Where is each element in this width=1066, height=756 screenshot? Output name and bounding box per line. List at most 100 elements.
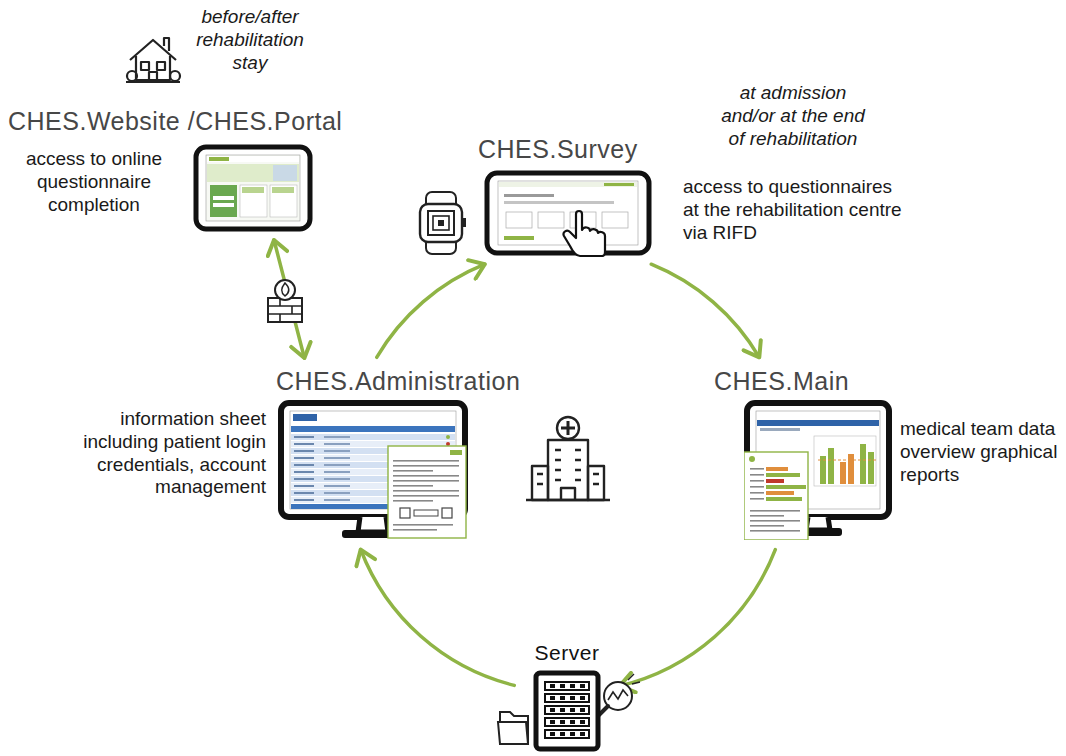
server-icon: [560, 720, 565, 724]
monitor-icon: [393, 495, 459, 497]
monitor-icon: [818, 460, 876, 461]
monitor-icon: [766, 485, 806, 489]
house-icon: [170, 71, 180, 81]
monitor-icon: [442, 508, 452, 518]
server-icon: [545, 718, 589, 726]
tablet-icon: [506, 212, 532, 228]
monitor-icon: [766, 473, 800, 477]
monitor-icon: [840, 462, 846, 484]
tablet-icon: [602, 212, 628, 228]
server-icon: [545, 682, 589, 690]
tablet-icon: [273, 165, 297, 181]
monitor-icon: [324, 485, 350, 487]
tablet-icon: [604, 183, 634, 186]
rfid-watch-icon: [412, 190, 470, 256]
monitor-icon: [414, 510, 438, 516]
server-icon: [536, 673, 598, 749]
monitor-icon: [766, 497, 802, 501]
monitor-icon: [324, 492, 350, 494]
flow-arrow: [361, 550, 515, 686]
tablet-icon: [504, 194, 554, 197]
monitor-icon: [294, 443, 314, 445]
node-heading: CHES.Main: [714, 366, 849, 396]
node-description: access to questionnaires at the rehabili…: [683, 176, 905, 244]
node-description: information sheet including patient logi…: [80, 408, 266, 499]
magnifier-icon: [598, 674, 640, 716]
tablet-icon: [564, 211, 605, 256]
server-icon: [545, 694, 589, 702]
server-icon: [570, 720, 575, 724]
flow-arrow: [377, 264, 485, 357]
monitor-icon: [324, 499, 350, 501]
monitor-icon: [393, 465, 459, 467]
monitor-icon: [291, 434, 455, 440]
house-icon: [141, 62, 149, 70]
rfid-watch-icon: [420, 204, 462, 242]
server-icon: [545, 706, 589, 714]
monitor-icon: [291, 412, 455, 424]
monitor-icon: [757, 412, 879, 418]
node-heading: Server: [535, 640, 600, 665]
monitor-icon: [760, 428, 800, 431]
monitor-icon: [294, 450, 314, 452]
monitor-icon: [744, 400, 892, 540]
monitor-icon: [393, 470, 433, 472]
tablet-icon: [272, 187, 294, 193]
monitor-icon: [294, 492, 314, 494]
tablet-icon: [270, 185, 297, 217]
tablet-icon: [210, 185, 237, 217]
monitor-icon: [750, 510, 800, 512]
monitor-icon: [750, 468, 764, 470]
hospital-icon: [548, 440, 588, 500]
tablet-icon: [207, 156, 299, 162]
monitor-icon: [450, 450, 462, 455]
hospital-icon: [526, 417, 610, 500]
monitor-icon: [750, 480, 764, 482]
flow-arrow: [651, 264, 759, 357]
server-icon: [545, 730, 589, 738]
server-icon: [550, 708, 555, 712]
node-description: access to online questionnaire completio…: [14, 148, 174, 216]
monitor-icon: [750, 498, 764, 500]
tablet-icon: [538, 212, 564, 228]
server-icon: [580, 684, 585, 688]
server-icon: [580, 720, 585, 724]
firewall-icon: [268, 298, 302, 322]
monitor-icon: [291, 426, 455, 432]
server-icon: [570, 732, 575, 736]
monitor-icon: [848, 454, 854, 484]
tablet-icon: [504, 201, 614, 204]
firewall-icon: [268, 280, 302, 322]
house-icon: [149, 72, 157, 80]
tablet-icon: [209, 157, 229, 161]
server-icon: [550, 720, 555, 724]
monitor-icon: [750, 520, 800, 522]
firewall-icon: [268, 298, 302, 322]
timing-note: at admission and/or at the end of rehabi…: [713, 82, 873, 150]
monitor-icon: [814, 436, 876, 486]
monitor-icon: [393, 529, 437, 531]
device-node: CHES.Website /CHES.Portalaccess to onlin…: [8, 106, 349, 234]
tablet-icon: [193, 144, 313, 232]
monitor-icon: [750, 530, 800, 532]
monitor-icon: [324, 450, 350, 452]
server-icon: [560, 684, 565, 688]
node-heading: CHES.Survey: [478, 134, 638, 164]
tablet-icon: [213, 196, 234, 200]
monitor-icon: [860, 444, 866, 484]
monitor-icon: [358, 517, 388, 532]
monitor-icon: [750, 492, 764, 494]
monitor-icon: [446, 435, 450, 439]
device-node: Server: [522, 640, 612, 754]
monitor-icon: [766, 467, 788, 471]
monitor-icon: [750, 474, 764, 476]
monitor-icon: [294, 478, 314, 480]
monitor-icon: [766, 491, 794, 495]
monitor-icon: [750, 515, 784, 517]
rfid-watch-icon: [433, 216, 449, 230]
monitor-icon: [294, 436, 314, 438]
monitor-icon: [744, 452, 808, 540]
tablet-icon: [240, 185, 267, 217]
firewall-icon: [282, 283, 289, 296]
monitor-icon: [388, 446, 466, 538]
